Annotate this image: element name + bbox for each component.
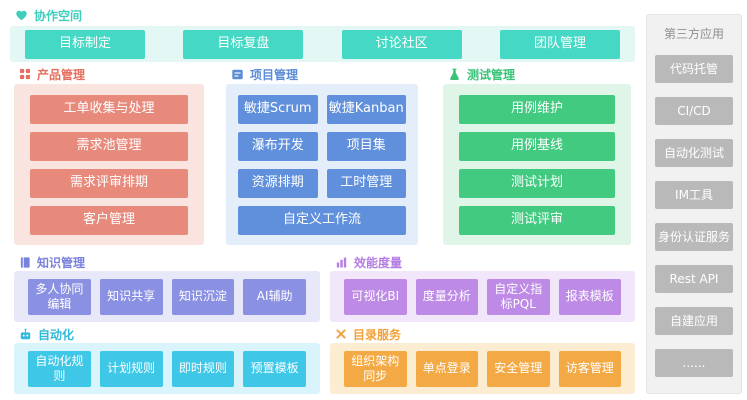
section-third-party: 第三方应用 代码托管 CI/CD 自动化测试 IM工具身份认证服务 Rest API 自建…: [646, 14, 742, 394]
app-button[interactable]: 用例维护: [459, 94, 615, 124]
section-header: 效能度量: [330, 253, 635, 271]
section-testing: 测试管理 用例维护用例基线测试计划测试评审: [443, 64, 631, 245]
app-button[interactable]: 需求评审排期: [30, 168, 188, 198]
app-button[interactable]: 身份认证服务: [655, 223, 733, 251]
section-directory: 目录服务 组织架构同步单点登录安全管理访客管理: [330, 325, 635, 394]
bar-chart-icon: [336, 257, 347, 267]
app-button[interactable]: IM工具: [655, 181, 733, 209]
app-button[interactable]: 代码托管: [655, 55, 733, 83]
clipboard-icon: [232, 69, 243, 79]
section-header: 协作空间: [10, 5, 635, 26]
section-panel: 组织架构同步单点登录安全管理访客管理: [330, 343, 635, 394]
heart-hands-icon: [16, 10, 27, 21]
section-title: 测试管理: [467, 67, 516, 82]
section-title: 协作空间: [34, 9, 83, 23]
robot-icon: [20, 328, 31, 339]
app-button[interactable]: 即时规则: [171, 350, 235, 387]
app-button[interactable]: 目标复盘: [183, 29, 304, 59]
app-button[interactable]: 资源排期: [238, 168, 318, 198]
app-button[interactable]: CI/CD: [655, 97, 733, 125]
section-header: 产品管理: [14, 64, 204, 84]
app-button[interactable]: 报表模板: [558, 278, 621, 315]
section-panel: 目标制定 目标复盘 讨论社区 团队管理: [10, 26, 635, 62]
app-button[interactable]: Rest API: [655, 265, 733, 293]
app-button[interactable]: 测试计划: [459, 168, 615, 198]
app-button[interactable]: 团队管理: [499, 29, 620, 59]
section-panel: 敏捷Scrum 敏捷Kanban 瀑布开发项目集资源排期工时管理自定义工作流: [226, 84, 418, 245]
app-button[interactable]: 单点登录: [415, 350, 478, 387]
app-button[interactable]: 自建应用: [655, 307, 733, 335]
app-button[interactable]: 知识沉淀: [171, 278, 235, 315]
app-button[interactable]: 自定义指标PQL: [487, 278, 550, 315]
app-button[interactable]: 自动化规则: [28, 350, 91, 387]
section-header: 知识管理: [14, 253, 320, 271]
section-title: 自动化: [38, 327, 75, 342]
app-button[interactable]: 目标制定: [25, 29, 145, 59]
section-automation: 自动化 自动化规则计划规则即时规则预置模板: [14, 325, 320, 394]
section-header: 测试管理: [443, 64, 631, 84]
app-button[interactable]: 用例基线: [459, 131, 615, 161]
section-header: 自动化: [14, 325, 320, 343]
app-button[interactable]: 多人协同编辑: [28, 278, 91, 315]
section-title: 效能度量: [354, 255, 403, 270]
app-button[interactable]: 知识共享: [99, 278, 163, 315]
section-title: 第三方应用: [663, 27, 724, 41]
section-title: 目录服务: [353, 327, 402, 342]
app-button[interactable]: 自定义工作流: [238, 205, 406, 235]
app-button[interactable]: ......: [655, 349, 733, 377]
section-project: 项目管理 敏捷Scrum 敏捷Kanban 瀑布开发项目集资源排期工时管理自定义工作…: [226, 64, 418, 245]
app-button[interactable]: AI辅助: [243, 278, 306, 315]
app-button[interactable]: 瀑布开发: [238, 131, 318, 161]
app-button[interactable]: 预置模板: [243, 350, 306, 387]
app-button[interactable]: 自动化测试: [655, 139, 733, 167]
crossed-tools-icon: [336, 329, 346, 339]
app-button[interactable]: 客户管理: [30, 205, 188, 235]
app-button[interactable]: 工单收集与处理: [30, 94, 188, 124]
flask-icon: [450, 68, 459, 80]
section-collaboration: 协作空间 目标制定 目标复盘 讨论社区 团队管理: [10, 5, 635, 62]
app-button[interactable]: 测试评审: [459, 205, 615, 235]
app-button[interactable]: 项目集: [326, 131, 406, 161]
section-title: 产品管理: [37, 67, 86, 82]
section-panel: 工单收集与处理需求池管理需求评审排期客户管理: [14, 84, 204, 245]
app-button[interactable]: 工时管理: [326, 168, 406, 198]
app-button[interactable]: 可视化BI: [344, 278, 407, 315]
app-button[interactable]: 度量分析: [415, 278, 478, 315]
third-party-list: 代码托管 CI/CD 自动化测试 IM工具身份认证服务 Rest API 自建应用....…: [655, 55, 733, 377]
section-title: 项目管理: [250, 67, 299, 82]
book-icon: [20, 256, 30, 268]
app-button[interactable]: 讨论社区: [341, 29, 462, 59]
section-product: 产品管理 工单收集与处理需求池管理需求评审排期客户管理: [14, 64, 204, 245]
app-button[interactable]: 安全管理: [487, 350, 550, 387]
app-button[interactable]: 敏捷Kanban: [326, 94, 406, 124]
grid-icon: [19, 68, 31, 80]
section-panel: 用例维护用例基线测试计划测试评审: [443, 84, 631, 245]
section-panel: 自动化规则计划规则即时规则预置模板: [14, 343, 320, 394]
section-header: 项目管理: [226, 64, 418, 84]
app-button[interactable]: 需求池管理: [30, 131, 188, 161]
app-button[interactable]: 访客管理: [558, 350, 621, 387]
app-button[interactable]: 敏捷Scrum: [238, 94, 318, 124]
app-button[interactable]: 组织架构同步: [344, 350, 407, 387]
app-button[interactable]: 计划规则: [99, 350, 163, 387]
section-title: 知识管理: [37, 255, 86, 270]
section-header: 目录服务: [330, 325, 635, 343]
